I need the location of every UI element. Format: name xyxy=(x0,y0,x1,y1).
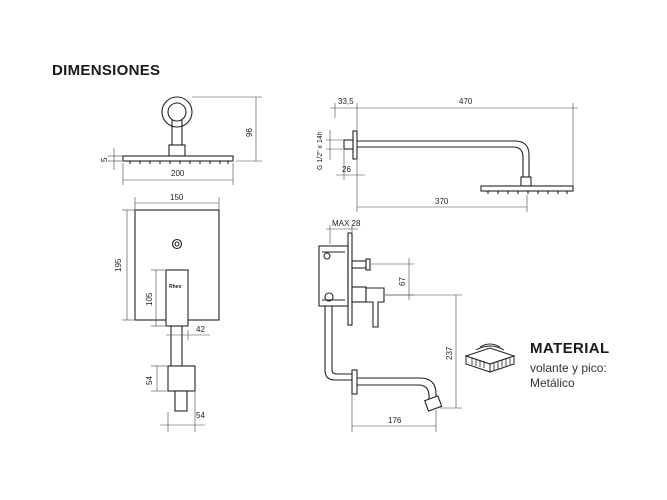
dim-max-depth: MAX 28 xyxy=(332,219,361,228)
dim-showerhead-width: 200 xyxy=(171,169,185,178)
dim-spout-drop: 237 xyxy=(445,346,454,360)
dim-spout-height: 54 xyxy=(145,376,154,385)
dim-spout-reach: 176 xyxy=(388,416,402,425)
material-description: volante y pico: xyxy=(530,361,607,375)
shower-arm-side-view: 33,5 470 G 1/2" x 14h 26 370 xyxy=(317,97,578,212)
spray-nozzles xyxy=(129,161,229,164)
dim-handle-offset: 42 xyxy=(196,325,205,334)
dim-plate-height: 195 xyxy=(114,258,123,272)
dim-arm-length: 470 xyxy=(459,97,473,106)
dim-spout-width: 54 xyxy=(196,411,205,420)
material-title: MATERIAL xyxy=(530,340,610,357)
valve-side-view: MAX 28 67 237 176 xyxy=(318,219,462,432)
dim-arm-reach: 370 xyxy=(435,197,449,206)
material-layers-icon xyxy=(464,343,516,373)
dim-flange-depth: 26 xyxy=(342,165,351,174)
dim-handle-height: 105 xyxy=(145,292,154,306)
dim-thread: G 1/2" x 14h xyxy=(317,131,324,170)
dim-showerhead-thickness: 5 xyxy=(100,157,109,162)
dim-plate-width: 150 xyxy=(170,193,184,202)
arm-spray-nozzles xyxy=(487,191,568,194)
dim-showerhead-height: 96 xyxy=(245,128,254,137)
showerhead-front-view: 96 5 200 xyxy=(100,96,262,185)
dim-arm-offset: 33,5 xyxy=(338,97,354,106)
wall-plate-front-view: Rheo 150 195 105 42 54 54 xyxy=(114,193,220,432)
material-value: Metálico xyxy=(530,376,575,390)
dim-valve-height: 67 xyxy=(398,277,407,286)
page-heading: DIMENSIONES xyxy=(52,62,161,79)
handle-logo: Rheo xyxy=(169,284,182,290)
